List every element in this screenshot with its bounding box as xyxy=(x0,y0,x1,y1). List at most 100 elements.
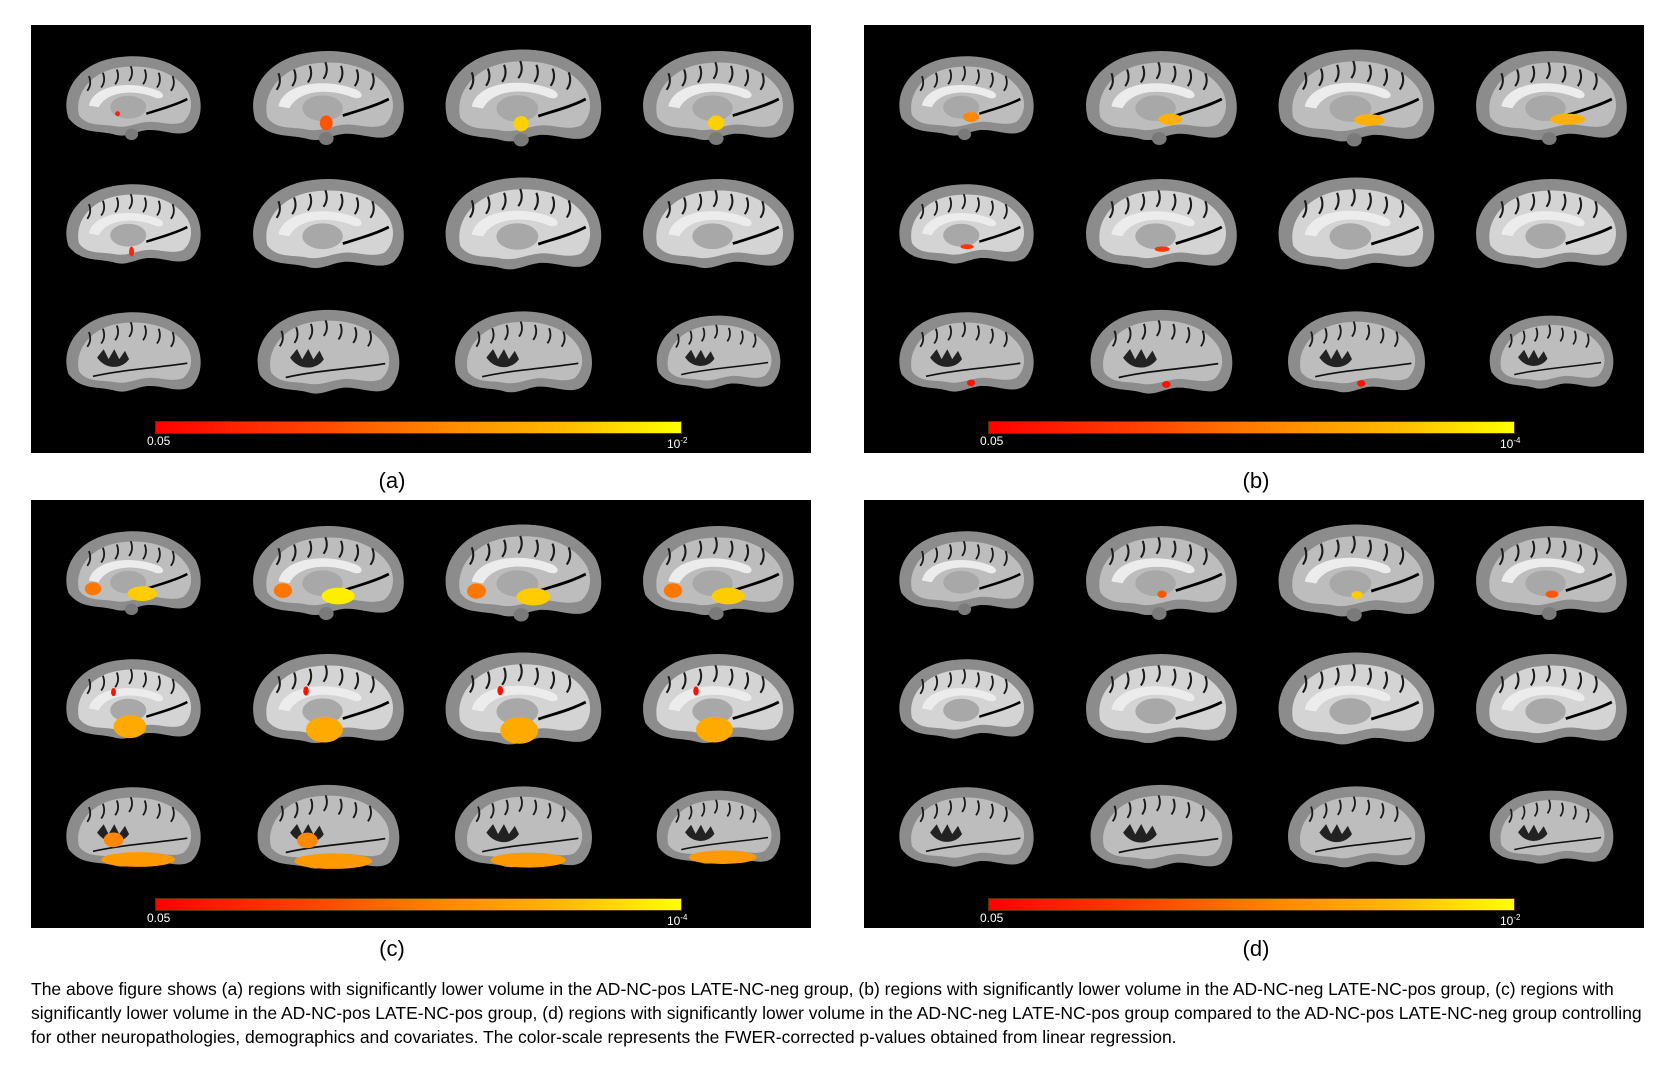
activation-cluster xyxy=(688,850,757,864)
brain-slice xyxy=(1476,179,1627,269)
activation-cluster xyxy=(127,586,157,602)
colorbar xyxy=(155,421,682,434)
activation-cluster xyxy=(513,116,529,132)
brain-slice xyxy=(1489,315,1614,389)
activation-cluster xyxy=(490,852,566,868)
activation-cluster xyxy=(1157,590,1167,598)
brain-slice xyxy=(253,51,404,145)
brain-slice xyxy=(656,790,781,864)
panel-label-d: (d) xyxy=(1242,936,1270,961)
panel-a: 0.05 10-2 xyxy=(31,25,811,453)
brain-slice xyxy=(455,786,592,868)
brain-slice xyxy=(445,177,602,270)
brain-slice xyxy=(1090,309,1233,394)
activation-cluster xyxy=(467,583,486,599)
brain-slice xyxy=(66,312,201,392)
activation-cluster xyxy=(1550,113,1586,125)
brain-slice xyxy=(257,309,400,394)
brain-slice xyxy=(445,652,602,745)
brain-slice xyxy=(253,179,404,269)
colorbar-max-label: 10-2 xyxy=(1500,913,1521,928)
colorbar-min-label: 0.05 xyxy=(980,434,1004,448)
activation-cluster xyxy=(297,832,318,849)
brain-slice xyxy=(643,526,794,620)
panel-c: 0.05 10-4 xyxy=(31,500,811,928)
activation-cluster xyxy=(1545,590,1559,598)
brain-slice xyxy=(1489,790,1614,864)
brain-slice xyxy=(1288,311,1425,393)
activation-cluster xyxy=(516,588,551,606)
activation-cluster xyxy=(1354,114,1385,126)
brain-slice xyxy=(899,659,1034,739)
brain-slice xyxy=(1086,51,1237,145)
brain-slice xyxy=(643,51,794,145)
activation-cluster xyxy=(115,111,121,117)
activation-cluster xyxy=(306,716,343,743)
activation-cluster xyxy=(1154,246,1170,252)
brain-slice xyxy=(253,526,404,620)
brain-slice xyxy=(1278,652,1435,745)
colorbar xyxy=(988,421,1515,434)
panel-label-b: (b) xyxy=(1242,468,1270,493)
activation-cluster xyxy=(273,583,293,598)
brain-slice xyxy=(1476,526,1627,620)
activation-cluster xyxy=(696,716,733,743)
brain-slice xyxy=(445,49,602,147)
colorbar-min-label: 0.05 xyxy=(147,911,171,925)
colorbar xyxy=(988,898,1515,911)
brain-slice xyxy=(445,524,602,622)
brain-slice xyxy=(643,654,794,744)
activation-cluster xyxy=(129,246,134,257)
brain-slice xyxy=(66,184,201,264)
figure-caption: The above figure shows (a) regions with … xyxy=(31,979,1642,1047)
brain-slice xyxy=(899,56,1034,140)
activation-cluster xyxy=(962,112,980,122)
colorbar-max-label: 10-4 xyxy=(667,913,688,928)
activation-cluster xyxy=(113,715,147,739)
brain-slice xyxy=(1476,654,1627,744)
brain-slice xyxy=(899,184,1034,264)
brain-slice xyxy=(1476,51,1627,145)
colorbar xyxy=(155,898,682,911)
activation-cluster xyxy=(960,244,974,250)
activation-cluster xyxy=(1357,380,1366,387)
brain-slice xyxy=(1086,654,1237,744)
colorbar-min-label: 0.05 xyxy=(980,911,1004,925)
brain-slice xyxy=(643,179,794,269)
brain-slice xyxy=(1278,524,1435,622)
activation-cluster xyxy=(500,717,539,744)
activation-cluster xyxy=(1158,113,1183,125)
brain-slice xyxy=(66,56,201,140)
activation-cluster xyxy=(111,688,116,697)
brain-slice xyxy=(253,654,404,744)
activation-cluster xyxy=(84,582,102,596)
brain-slice xyxy=(899,787,1034,867)
activation-cluster xyxy=(101,852,175,867)
activation-cluster xyxy=(319,115,333,131)
brain-slice xyxy=(257,784,400,869)
brain-slice xyxy=(1288,786,1425,868)
brain-slice xyxy=(66,659,201,739)
panel-label-c: (c) xyxy=(379,936,405,961)
colorbar-min-label: 0.05 xyxy=(147,434,171,448)
brain-slice xyxy=(1086,526,1237,620)
activation-cluster xyxy=(103,832,124,848)
activation-cluster xyxy=(1162,380,1171,388)
activation-cluster xyxy=(294,853,373,869)
activation-cluster xyxy=(321,587,355,605)
brain-slice xyxy=(1086,179,1237,269)
activation-cluster xyxy=(1351,591,1363,599)
activation-cluster xyxy=(707,115,725,131)
panel-label-a: (a) xyxy=(378,468,406,493)
brain-slice xyxy=(656,315,781,389)
brain-slice xyxy=(1090,784,1233,869)
brain-slice xyxy=(899,312,1034,392)
panel-d: 0.05 10-2 xyxy=(864,500,1644,928)
brain-slice xyxy=(455,311,592,393)
activation-cluster xyxy=(497,685,504,696)
activation-cluster xyxy=(663,583,683,598)
colorbar-max-label: 10-4 xyxy=(1500,436,1521,451)
brain-slice xyxy=(66,787,201,867)
activation-cluster xyxy=(303,686,309,696)
brain-slice xyxy=(66,531,201,615)
